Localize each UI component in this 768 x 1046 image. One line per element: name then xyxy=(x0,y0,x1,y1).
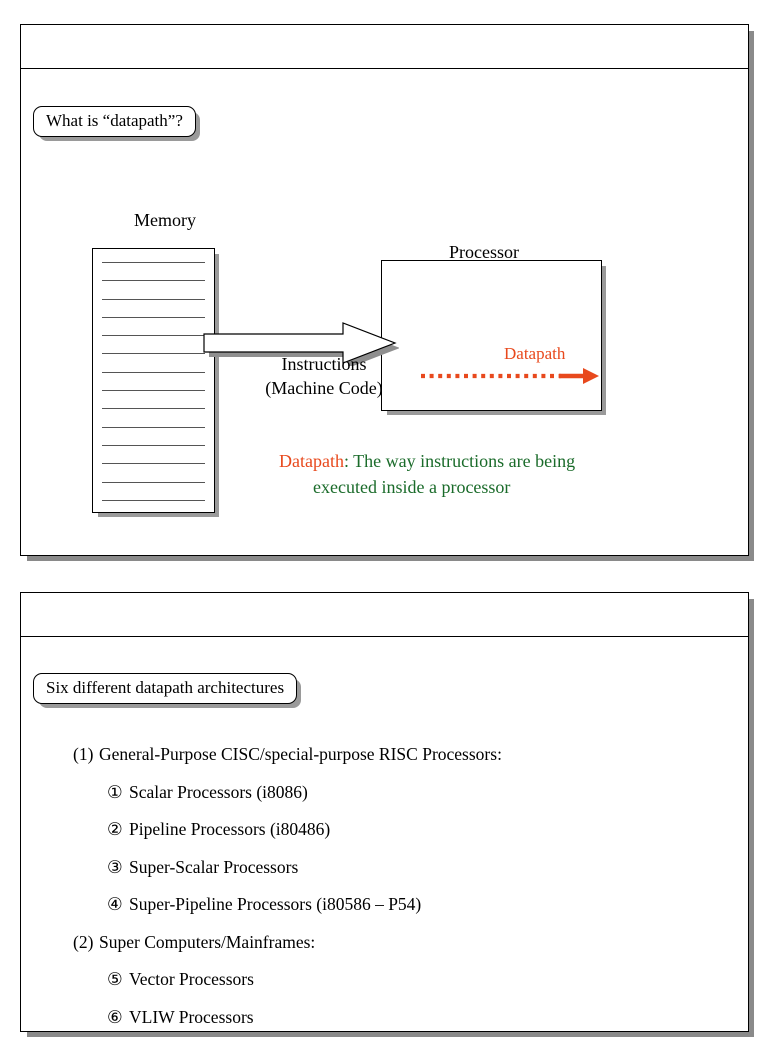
memory-line xyxy=(102,353,205,355)
slide-2-header-band xyxy=(21,593,748,637)
instructions-label-line-2: (Machine Code) xyxy=(265,377,383,398)
outline-item: (2)Super Computers/Mainframes: xyxy=(73,931,738,952)
outline-item: ② Pipeline Processors (i80486) xyxy=(73,819,738,839)
slide-1: What is “datapath”? Memory Processor Ins… xyxy=(20,24,749,556)
instructions-label-line-1: Instructions xyxy=(281,354,367,374)
memory-line xyxy=(102,280,205,282)
outline-item: (1)General-Purpose CISC/special-purpose … xyxy=(73,744,738,764)
slide-1-body: What is “datapath”? Memory Processor Ins… xyxy=(21,70,748,555)
outline-item: ③ Super-Scalar Processors xyxy=(73,856,738,877)
caption-line-2: executed inside a processor xyxy=(313,477,511,498)
caption-separator: : xyxy=(343,451,349,471)
memory-content-lines xyxy=(102,262,205,501)
instructions-label: Instructions (Machine Code) xyxy=(234,353,414,401)
memory-line xyxy=(102,298,205,300)
outline-item-marker: ⑥ xyxy=(107,1006,123,1027)
outline-item-marker: ① xyxy=(107,781,123,802)
outline-item-marker: (1) xyxy=(73,744,94,764)
outline-item-label: Vector Processors xyxy=(129,969,254,989)
caption-line-1: The way instructions are being xyxy=(353,451,576,471)
slide-1-header-band xyxy=(21,25,748,69)
processor-box xyxy=(381,260,602,411)
outline-item: ⑥ VLIW Processors xyxy=(73,1006,738,1027)
outline-item-marker: ⑤ xyxy=(107,969,123,989)
memory-line xyxy=(102,426,205,428)
memory-line xyxy=(102,262,205,263)
slide-2: Six different datapath architectures (1)… xyxy=(20,592,749,1032)
memory-box xyxy=(92,248,215,513)
memory-line xyxy=(102,371,205,373)
outline-item-label: General-Purpose CISC/special-purpose RIS… xyxy=(99,744,502,764)
outline-item-marker: ② xyxy=(107,819,123,839)
memory-line xyxy=(102,408,205,410)
outline-item: ⑤ Vector Processors xyxy=(73,969,738,989)
outline-item-label: Pipeline Processors (i80486) xyxy=(129,819,331,839)
memory-line xyxy=(102,463,205,465)
slides-page: What is “datapath”? Memory Processor Ins… xyxy=(20,24,749,1032)
memory-line xyxy=(102,316,205,318)
datapath-arrow-icon xyxy=(421,368,599,384)
outline-item-label: VLIW Processors xyxy=(129,1006,254,1027)
instructions-block-arrow-icon xyxy=(203,322,399,366)
outline-item-label: Super Computers/Mainframes: xyxy=(99,931,316,952)
datapath-arrow-label: Datapath xyxy=(504,344,566,363)
slide-2-body: Six different datapath architectures (1)… xyxy=(21,638,748,1031)
memory-line xyxy=(102,499,205,501)
slide-1-title: What is “datapath”? xyxy=(33,106,196,138)
processor-label: Processor xyxy=(449,242,519,262)
outline-item-marker: ③ xyxy=(107,856,123,877)
outline-item-label: Super-Scalar Processors xyxy=(129,856,299,877)
memory-label: Memory xyxy=(134,210,196,230)
outline-item-label: Scalar Processors (i8086) xyxy=(129,781,308,802)
datapath-definition-caption: Datapath: The way instructions are being… xyxy=(279,448,679,500)
outline-item: ① Scalar Processors (i8086) xyxy=(73,781,738,802)
caption-term: Datapath xyxy=(279,451,344,471)
memory-line xyxy=(102,335,205,337)
architectures-outline: (1)General-Purpose CISC/special-purpose … xyxy=(73,744,738,1046)
outline-item-label: Super-Pipeline Processors (i80586 – P54) xyxy=(129,894,422,914)
memory-line xyxy=(102,444,205,446)
outline-item-marker: (2) xyxy=(73,931,94,952)
memory-line xyxy=(102,481,205,483)
datapath-diagram: Memory Processor Instructions (Machine C… xyxy=(21,70,748,555)
outline-item: ④ Super-Pipeline Processors (i80586 – P54… xyxy=(73,894,738,914)
memory-line xyxy=(102,390,205,392)
slide-2-title: Six different datapath architectures xyxy=(33,673,298,705)
outline-item-marker: ④ xyxy=(107,894,123,914)
